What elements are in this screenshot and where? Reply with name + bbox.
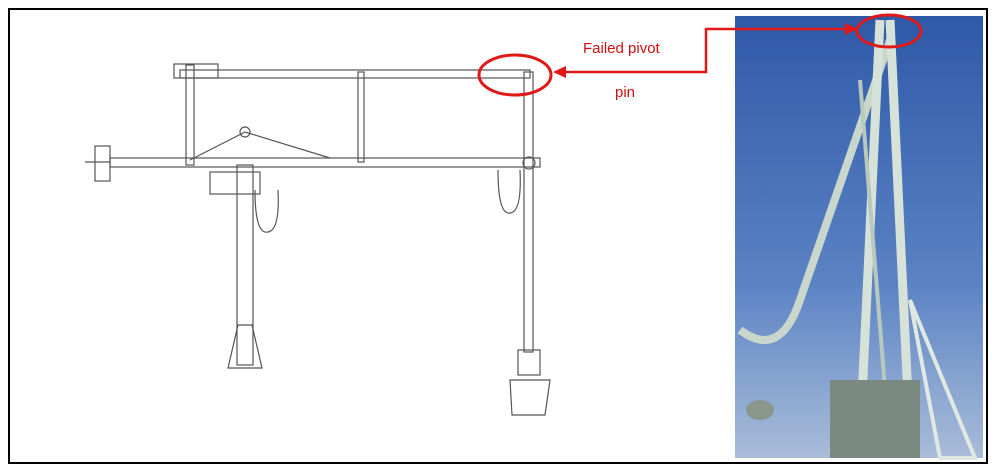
figure-frame	[8, 8, 988, 464]
photo-highlight-ellipse	[855, 13, 923, 49]
annotation-label-line1: Failed pivot	[583, 40, 660, 57]
arrowhead-right-icon	[845, 23, 858, 35]
loading-arm-drawing	[85, 63, 551, 416]
callout-connector-line	[563, 27, 848, 74]
failed-pivot-pin-callout	[477, 13, 923, 97]
arrowhead-left-icon	[553, 66, 566, 78]
drawing-highlight-ellipse	[477, 53, 553, 97]
loading-arm-photo	[735, 16, 983, 460]
annotation-label-line2: pin	[615, 84, 636, 101]
